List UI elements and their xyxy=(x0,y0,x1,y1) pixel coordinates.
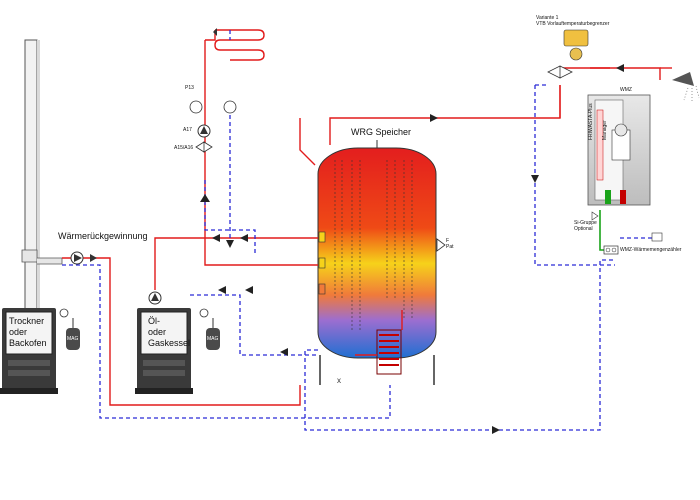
hot-lines xyxy=(62,29,672,406)
mag-mid-label: MAG xyxy=(207,336,219,342)
si-group-label: Si-Gruppe Optional xyxy=(574,220,597,232)
wmz-bottom-label: WMZ-Wärmemengenzähler xyxy=(620,247,682,253)
svg-text:x: x xyxy=(337,376,341,385)
boiler-unit xyxy=(135,308,193,394)
pump-icon xyxy=(70,251,97,265)
wmz-meter-icon xyxy=(603,245,619,255)
friwasta-label: FRIWASTA-Plus xyxy=(588,103,594,140)
a15-label: A15/A16 xyxy=(174,145,194,151)
temp-sensor-icon xyxy=(436,238,446,252)
vtb-valve xyxy=(547,29,589,79)
vtb-label: VTB Vorlauftemperaturbegrenzer xyxy=(536,21,610,27)
wmz-top-label: WMZ xyxy=(620,87,632,93)
dryer-label: Trockner oder Backofen xyxy=(9,316,47,348)
green-lines xyxy=(599,210,615,251)
pump-icon xyxy=(197,124,211,138)
temp-probe-label: F Pat xyxy=(446,238,454,250)
cold-lines xyxy=(62,30,660,431)
manager-label: Manager xyxy=(602,120,608,140)
friwasta-station xyxy=(587,94,651,206)
mag-left-label: MAG xyxy=(67,336,79,342)
mag-vessel-mid xyxy=(199,308,220,350)
variant-label: Variante 1 xyxy=(536,15,559,21)
boiler-label: Öl- oder Gaskessel xyxy=(148,316,191,348)
wrg-storage-tank: x xyxy=(317,140,437,385)
dryer-unit xyxy=(0,308,58,394)
gauge-icon xyxy=(189,28,237,114)
si-group-icon xyxy=(591,211,599,221)
mag-vessel-left xyxy=(59,308,80,350)
external-connector xyxy=(651,232,663,242)
heat-recovery-label: Wärmerückgewinnung xyxy=(58,231,148,241)
shower-head-icon xyxy=(672,72,700,102)
pump-icon xyxy=(148,291,162,305)
flow-arrows xyxy=(200,64,624,434)
a17-label: A17 xyxy=(183,127,192,133)
p13-label: P13 xyxy=(185,85,194,91)
chimney xyxy=(21,39,63,311)
tank-label: WRG Speicher xyxy=(351,127,412,137)
mixing-valve-icon xyxy=(195,141,213,153)
